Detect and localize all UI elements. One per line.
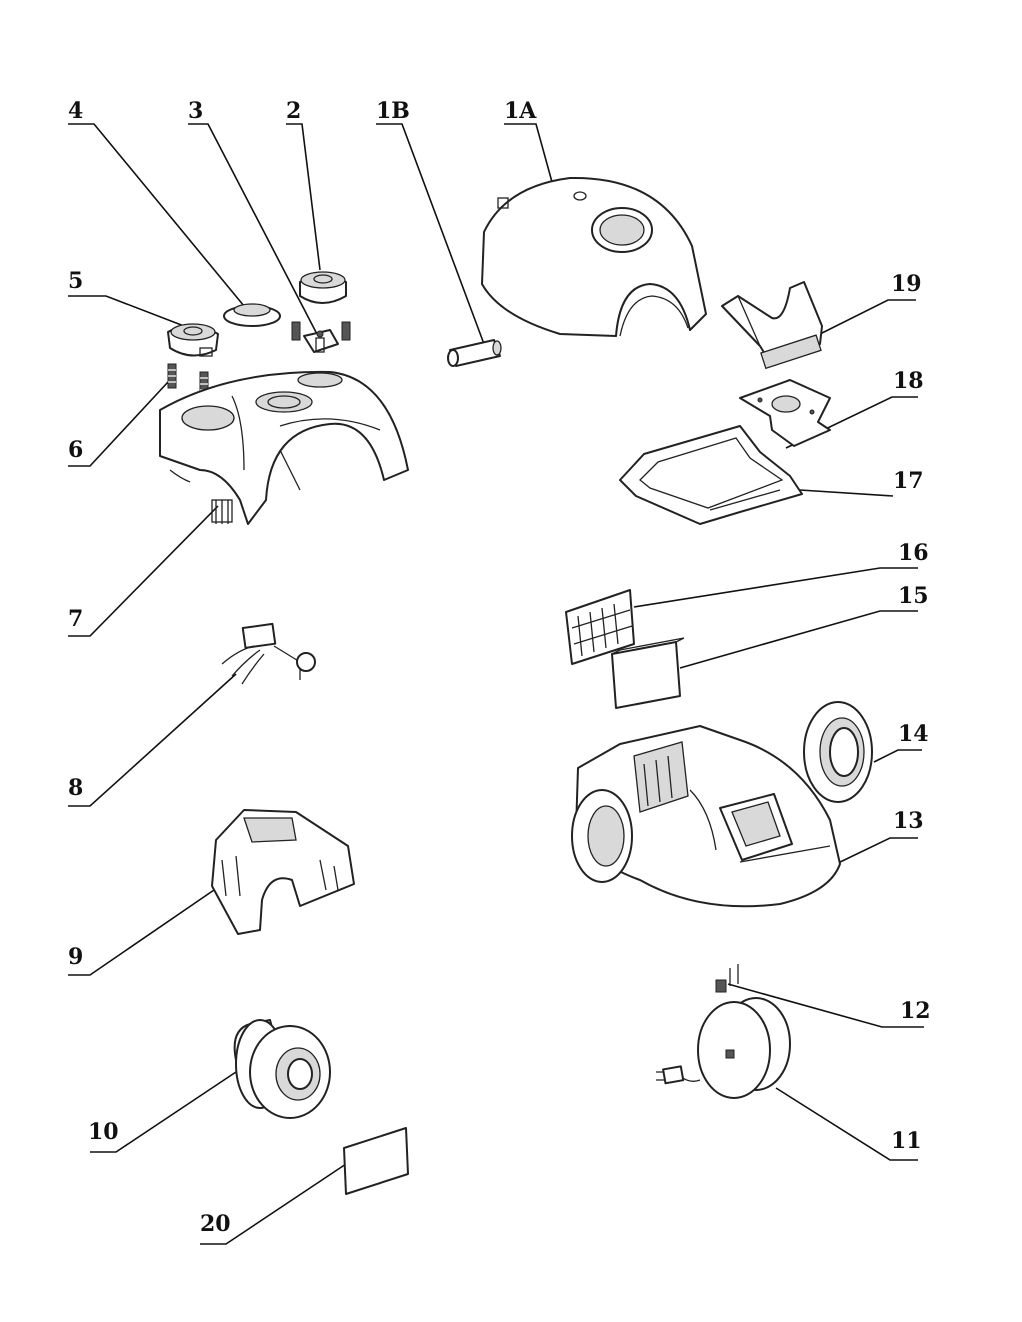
label-2: 2 [286,98,301,124]
leader-9 [68,889,215,976]
part-4-disc [223,303,281,327]
part-17-frame [619,425,803,525]
leader-11 [775,1087,918,1161]
leader-5 [68,295,185,327]
part-3-switch [291,321,351,353]
part-1b-tube [447,339,502,367]
part-18-bag-plate [739,379,831,447]
part-8-wiring [221,622,316,685]
label-12: 12 [900,998,931,1024]
label-18: 18 [893,368,924,394]
label-13: 13 [893,808,924,834]
leader-13 [835,837,918,865]
label-1b: 1B [376,98,410,124]
label-15: 15 [898,583,929,609]
label-8: 8 [68,775,83,801]
leader-4 [68,123,245,307]
leader-16 [633,567,918,608]
part-14-ring [803,701,873,803]
part-19-bag-holder [721,281,823,370]
leader-17 [799,489,894,497]
label-3: 3 [188,98,203,124]
leader-12 [727,983,924,1028]
part-5-button [167,323,219,357]
leader-15 [679,610,918,669]
label-9: 9 [68,944,83,970]
leader-8 [68,673,237,807]
part-9-motor-housing [211,809,355,935]
leader-2 [286,123,321,271]
label-5: 5 [68,268,83,294]
part-6-springs [167,363,209,395]
label-10: 10 [88,1119,119,1145]
label-19: 19 [891,271,922,297]
label-4: 4 [68,98,83,124]
label-20: 20 [200,1211,231,1237]
part-11-cord-reel [656,997,791,1099]
part-12-latch [715,964,739,993]
label-1a: 1A [504,98,537,124]
leader-1b [376,123,485,345]
label-14: 14 [898,721,929,747]
leader-7 [68,505,219,637]
part-2-button [299,271,347,304]
label-7: 7 [68,606,83,632]
leader-1a [504,123,553,183]
part-20-label-plate [343,1127,409,1195]
part-15-sponge-filter [611,637,685,709]
part-13-main-body [571,725,841,908]
part-10-motor [233,1019,331,1119]
label-17: 17 [893,468,924,494]
label-16: 16 [898,540,929,566]
leader-20 [200,1163,347,1245]
leader-6 [68,381,169,467]
part-16-filter-grille [565,589,635,665]
leader-3 [188,123,319,337]
part-7-top-cover [159,370,409,525]
part-1a-upper-cover [481,176,707,337]
leader-14 [873,749,922,763]
label-6: 6 [68,437,83,463]
leader-10 [90,1071,237,1153]
label-11: 11 [891,1128,922,1154]
